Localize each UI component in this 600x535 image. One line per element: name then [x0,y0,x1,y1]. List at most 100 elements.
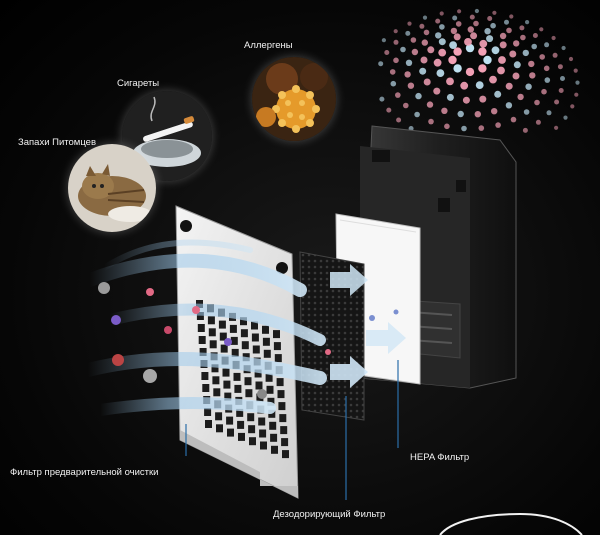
particle-dot [465,43,475,53]
particle-dot [405,59,413,66]
particle-dot [541,88,547,95]
particle-dot [436,69,445,77]
particle-dot [543,65,550,72]
grille-cell [269,421,277,430]
grille-cell [248,425,256,434]
particle-dot [448,55,457,65]
particle-dot [465,67,475,77]
particle-dot [563,115,568,120]
cigarettes-photo [122,91,212,181]
particle-dot [494,90,502,98]
particle-dot [393,39,399,45]
grille-cell [277,390,285,399]
grille-cell [234,384,242,393]
grille-cell [233,372,241,381]
particle-dot [489,75,497,84]
grille-cell [240,329,248,338]
particle-dot [470,32,478,40]
particle-dot [381,38,386,43]
grille-cell [249,437,256,446]
grille-cell [279,414,287,423]
grille-cell [240,317,247,326]
allergens-label: Аллергены [244,40,293,51]
particle-dot [433,87,441,95]
particle-dot [467,26,474,33]
particle-dot [546,110,552,116]
grille-cell [262,337,270,346]
particle-dot [495,122,501,128]
particle-dot [528,60,535,68]
decorative-outline [439,512,583,535]
particle-dot [411,48,419,56]
particle-dot [405,30,411,36]
particle-dot [453,47,462,56]
grille-cell [266,385,274,394]
particle-dot [421,39,428,46]
grille-cell [226,416,234,425]
particle-dot [438,38,446,46]
grille-cell [252,345,260,354]
particle-dot [525,20,530,25]
particle-dot [426,101,434,108]
airflow-streams [81,239,327,416]
grille-cell [209,340,217,349]
particle-dot [444,123,450,130]
particle-dot [384,50,390,55]
pet-odors-label: Запахи Питомцев [18,137,97,148]
particle-dot [490,22,496,29]
particle-dot [435,18,441,24]
particle-dot [523,109,530,115]
particle-dot [400,46,406,53]
grille-cell [208,328,216,337]
grille-cell [236,408,244,417]
particle-dot [386,107,392,113]
particle-dot [455,21,462,27]
particle-dot [486,35,494,43]
particle-dot [487,16,493,21]
particle-dot [378,61,384,67]
particle-dot [509,14,514,19]
particle-dot [535,119,541,125]
grille-cell [244,377,252,386]
particle-dot [419,67,427,75]
particle-dot [558,88,564,93]
particle-dot [478,125,485,131]
pollen-icon [252,57,336,141]
particle-dot [457,9,462,14]
particle-dot [446,77,454,86]
particle-dot [446,93,454,101]
particle-dot [407,21,412,26]
grille-cell [197,324,205,332]
particle-dot [517,93,524,101]
grille-cell [204,408,212,416]
particle-dot [395,92,401,98]
particle-dot [414,111,420,118]
grille-cell [238,432,245,441]
grille-cell [205,420,212,428]
grille-cell [224,392,232,401]
particle-dot [479,39,488,48]
particle-dot [438,48,447,57]
grille-cell [251,321,258,330]
grille-cell [258,417,266,426]
grille-cell [282,450,289,459]
particle-dot [428,118,434,125]
grille-cell [230,336,238,345]
particle-dot [520,34,526,41]
particle-dot [473,20,479,27]
particle-dot [433,58,442,67]
particle-dot [554,99,560,105]
particle-dot [422,15,428,20]
grille-cell [220,344,228,353]
particle-dot [573,68,578,73]
flow-arrows [330,264,406,388]
grille-cell [260,441,267,450]
particle-dot [450,27,458,35]
particle-dot [396,117,402,123]
particle-dot [474,8,479,14]
particle-dot [505,82,513,90]
hepa-label: HEPA Фильтр [410,452,470,463]
particle-dot [525,83,532,90]
grille-cell [241,341,249,350]
grille-cell [196,312,204,320]
